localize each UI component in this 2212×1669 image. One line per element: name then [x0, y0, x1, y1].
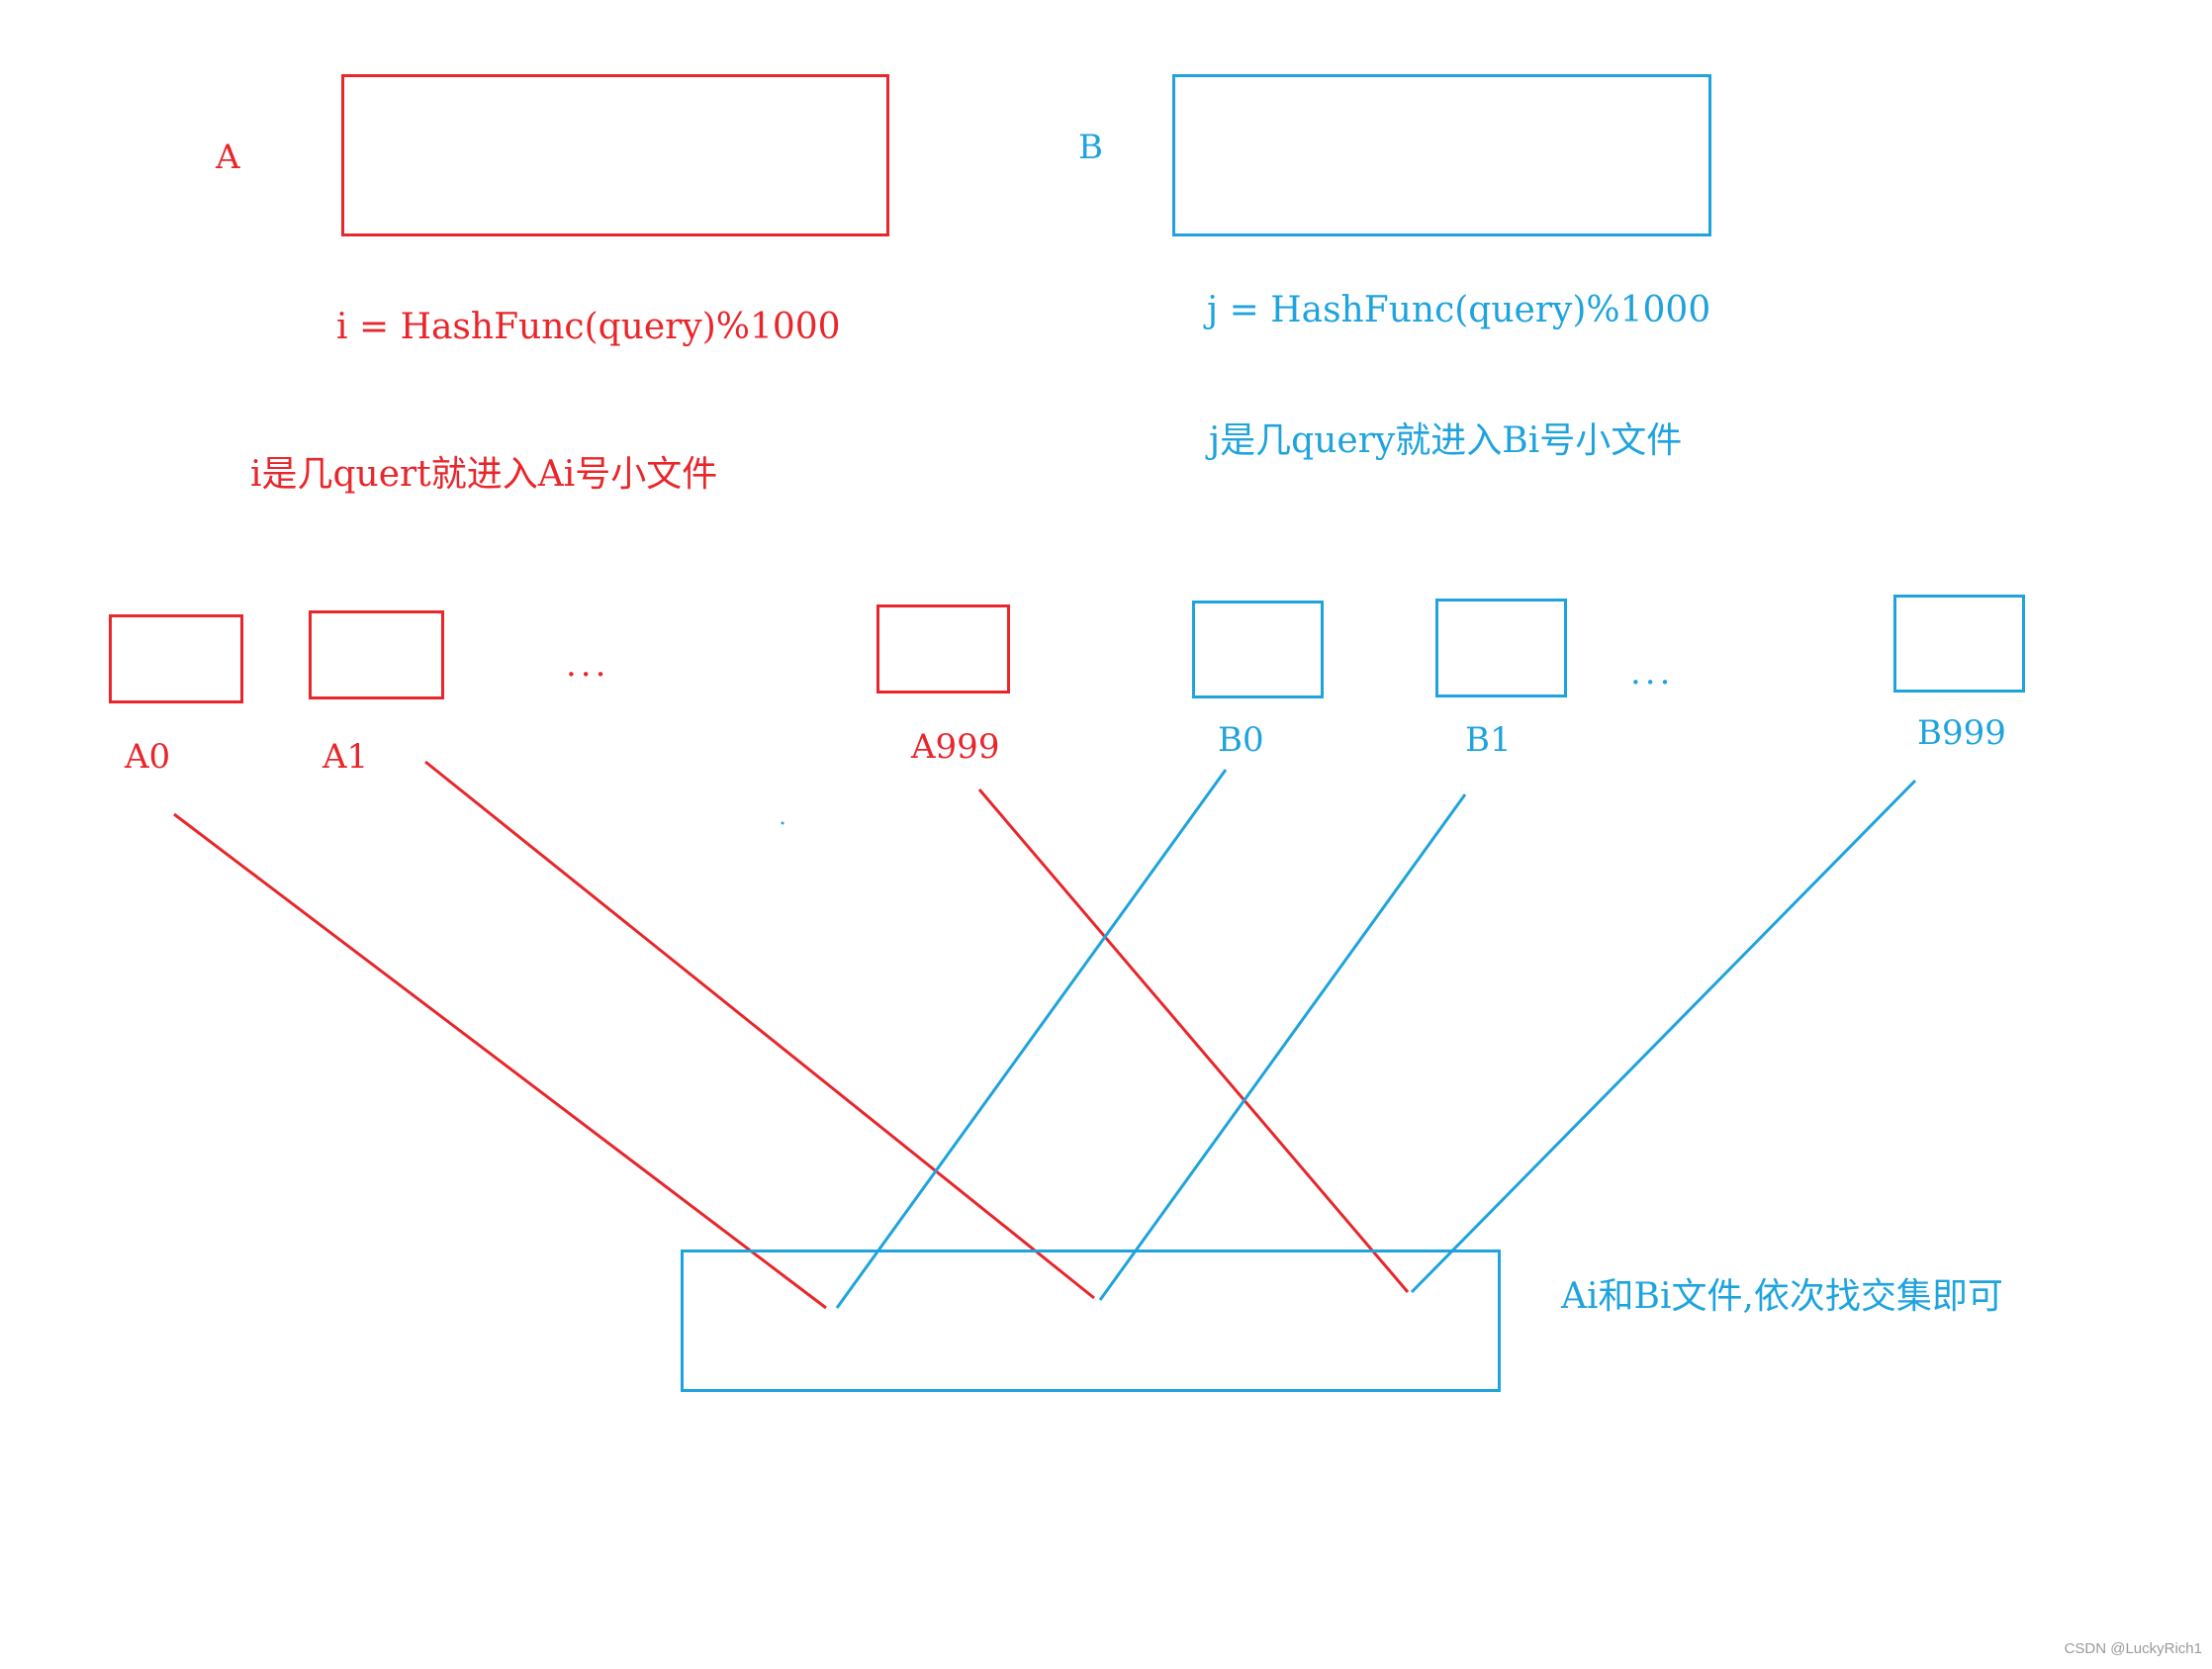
file-a999-box	[876, 604, 1010, 694]
watermark: CSDN @LuckyRich1	[2064, 1640, 2202, 1657]
file-a999-label: A999	[911, 727, 1000, 767]
file-b-label: B	[1078, 128, 1103, 167]
file-b999-box	[1893, 595, 2025, 693]
line-b999	[1410, 779, 1917, 1294]
file-b999-label: B999	[1917, 713, 2006, 753]
line-b0	[835, 769, 1228, 1309]
file-a0-box	[109, 614, 243, 703]
ellipsis-a: ...	[566, 645, 610, 685]
line-a999	[977, 788, 1410, 1293]
desc-j: j是几query就进入Bi号小文件	[1209, 420, 1683, 461]
line-a0	[173, 812, 827, 1310]
file-a0-label: A0	[125, 737, 171, 777]
result-text: Ai和Bi文件,依次找交集即可	[1561, 1276, 2003, 1317]
desc-i: i是几quert就进入Ai号小文件	[250, 454, 718, 495]
file-a-box	[341, 74, 889, 236]
file-b-box	[1172, 74, 1711, 236]
line-b1	[1098, 793, 1467, 1301]
formula-i: i = HashFunc(query)%1000	[336, 307, 841, 347]
intersection-box	[681, 1250, 1501, 1392]
line-a1	[424, 760, 1095, 1300]
ellipsis-b: ...	[1630, 653, 1675, 693]
file-a-label: A	[216, 138, 240, 177]
file-a1-box	[309, 610, 444, 699]
file-b1-box	[1435, 599, 1567, 697]
stray-dot	[781, 821, 784, 825]
file-a1-label: A1	[323, 737, 369, 777]
file-b0-label: B0	[1218, 720, 1264, 760]
file-b1-label: B1	[1465, 720, 1512, 760]
file-b0-box	[1192, 601, 1324, 698]
formula-j: j = HashFunc(query)%1000	[1207, 290, 1711, 330]
